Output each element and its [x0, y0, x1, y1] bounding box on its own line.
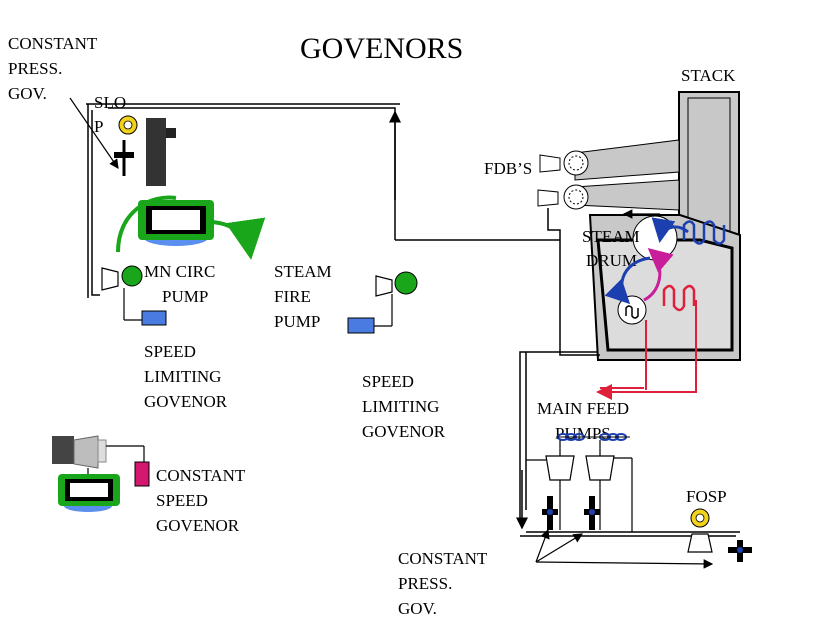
svg-text:P: P [94, 117, 103, 136]
speed-limiting-gov-label-left: SPEED LIMITING GOVENOR [144, 342, 228, 411]
svg-text:SPEED: SPEED [156, 491, 208, 510]
svg-text:MN CIRC: MN CIRC [144, 262, 215, 281]
economizer-coil [662, 284, 696, 312]
svg-text:LIMITING: LIMITING [144, 367, 221, 386]
constant-press-gov-valve-top [114, 140, 134, 176]
svg-text:CONSTANT: CONSTANT [398, 549, 488, 568]
slo-turbine-tab [166, 128, 176, 138]
steam-fire-pump [374, 271, 418, 327]
svg-text:PUMP: PUMP [274, 312, 320, 331]
svg-text:SPEED: SPEED [362, 372, 414, 391]
slo-turbine-block [146, 118, 166, 186]
svg-text:STEAM: STEAM [274, 262, 332, 281]
water-drum-coil [625, 305, 639, 319]
svg-text:GOVENOR: GOVENOR [156, 516, 240, 535]
fdbs-label: FDB’S [484, 159, 532, 178]
gov-pointer-arrow [69, 97, 119, 169]
superheater-coil [682, 220, 726, 245]
stack-label: STACK [681, 66, 736, 85]
slo-pressure-gauge [118, 115, 138, 135]
svg-text:PRESS.: PRESS. [398, 574, 452, 593]
svg-text:PRESS.: PRESS. [8, 59, 62, 78]
svg-text:GOV.: GOV. [8, 84, 47, 103]
svg-text:MAIN FEED: MAIN FEED [537, 399, 629, 418]
speed-limiting-governor-mid [347, 317, 375, 334]
svg-text:CONSTANT: CONSTANT [8, 34, 98, 53]
riser-flow-arrow [643, 248, 674, 302]
mn-circ-pump-label: MN CIRC PUMP [144, 262, 215, 306]
fosp-label: FOSP [686, 487, 727, 506]
svg-text:SPEED: SPEED [144, 342, 196, 361]
boiler-piping [519, 208, 600, 520]
svg-text:SLO: SLO [94, 93, 126, 112]
svg-text:DRUM: DRUM [586, 251, 637, 270]
svg-text:LIMITING: LIMITING [362, 397, 439, 416]
constant-speed-governor [134, 461, 150, 487]
svg-text:CONSTANT: CONSTANT [156, 466, 246, 485]
steam-drum-label: STEAM DRUM [582, 227, 640, 270]
fosp-pressure-gauge [690, 508, 710, 528]
feed-pump-valves [542, 496, 600, 530]
downcomer-flow-arrow [604, 256, 651, 305]
steam-fire-pump-label: STEAM FIRE PUMP [274, 262, 332, 331]
constant-speed-gov-label: CONSTANT SPEED GOVENOR [156, 466, 246, 535]
main-feed-pumps-label: MAIN FEED PUMPS [537, 399, 629, 443]
constant-press-gov-label-bottom: CONSTANT PRESS. GOV. [398, 549, 488, 618]
speed-limiting-governor-left [141, 310, 167, 326]
fosp-pump [687, 533, 752, 562]
svg-text:PUMPS: PUMPS [555, 424, 611, 443]
main-feed-pumps [526, 436, 633, 532]
svg-text:GOV.: GOV. [398, 599, 437, 618]
mn-circ-pump-motor [101, 265, 143, 321]
constant-press-gov-label-top: CONSTANT PRESS. GOV. [8, 34, 98, 103]
speed-limiting-gov-label-mid: SPEED LIMITING GOVENOR [362, 372, 446, 441]
constant-speed-generator [52, 435, 145, 512]
svg-text:FIRE: FIRE [274, 287, 311, 306]
circ-flow-arrow-left [116, 195, 177, 253]
svg-text:PUMP: PUMP [162, 287, 208, 306]
svg-text:GOVENOR: GOVENOR [362, 422, 446, 441]
circ-flow-arrow-right [211, 217, 266, 260]
mn-circ-pump-casing [138, 200, 214, 246]
superheat-flow-arrow [651, 217, 689, 243]
svg-text:STEAM: STEAM [582, 227, 640, 246]
constant-press-gov-pointers [535, 528, 714, 569]
page-title: GOVENORS [300, 32, 463, 65]
forced-draft-blowers [537, 139, 680, 211]
svg-text:GOVENOR: GOVENOR [144, 392, 228, 411]
